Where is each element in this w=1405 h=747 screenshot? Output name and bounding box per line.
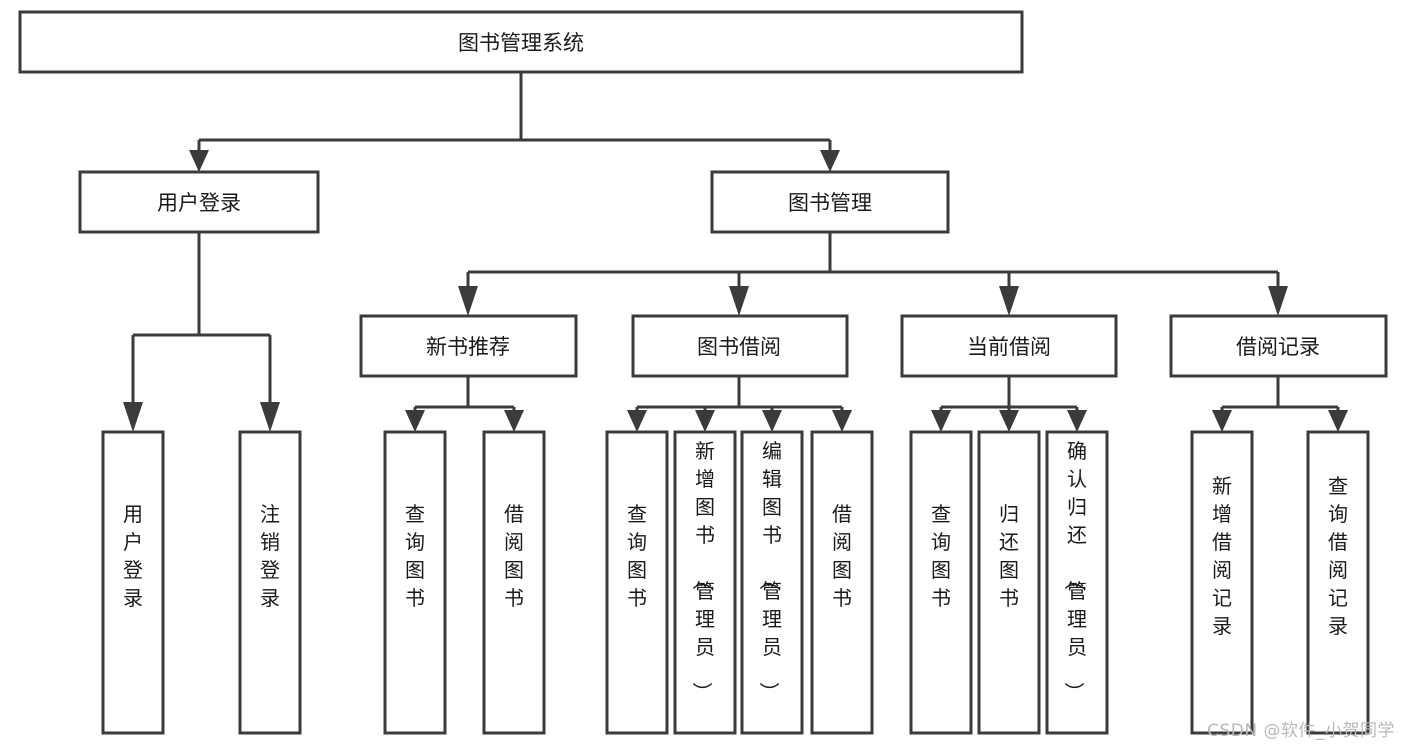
leaf-current-borrow-1-box[interactable]: [909, 430, 973, 735]
leaf-book-borrow-4-box[interactable]: [810, 430, 874, 735]
arrow-book-borrow-leaf-3: [762, 410, 782, 432]
leaf-book-borrow-1[interactable]: 查询图书: [605, 430, 669, 735]
connectors-user-login-to-leaves: [123, 232, 280, 432]
node-root-box[interactable]: [18, 10, 1024, 74]
leaf-book-borrow-1-box[interactable]: [605, 430, 669, 735]
arrow-book-borrow-leaf-4: [832, 410, 852, 432]
arrow-borrow-record-leaf-1: [1212, 410, 1232, 432]
arrow-user-login-leaf-1: [123, 402, 143, 432]
leaf-book-borrow-1-label: 查询图书: [627, 502, 647, 610]
node-book-borrow[interactable]: 图书借阅: [631, 314, 849, 378]
leaf-new-book-2-box[interactable]: [482, 430, 546, 735]
leaf-book-borrow-3-label: 编辑图书（管理员）: [757, 439, 782, 702]
leaf-borrow-record-2-box[interactable]: [1306, 430, 1370, 735]
leaf-user-login-2[interactable]: 注销登录: [238, 430, 302, 735]
node-book-borrow-box[interactable]: [631, 314, 849, 378]
leaf-user-login-2-label: 注销登录: [260, 502, 280, 610]
connectors-book-borrow-to-leaves: [627, 376, 852, 432]
arrow-root-to-book-mgmt: [820, 150, 840, 172]
node-book-management[interactable]: 图书管理: [710, 170, 950, 234]
node-user-login[interactable]: 用户登录: [78, 170, 320, 234]
arrow-current-borrow-leaf-2: [999, 410, 1019, 432]
leaf-user-login-2-box[interactable]: [238, 430, 302, 735]
node-new-book-recommend[interactable]: 新书推荐: [359, 314, 578, 378]
arrow-to-book-borrow: [729, 286, 749, 316]
connectors-root-to-level2: [189, 72, 840, 172]
arrow-user-login-leaf-2: [260, 402, 280, 432]
arrow-current-borrow-leaf-3: [1067, 410, 1087, 432]
leaf-current-borrow-3-box[interactable]: [1045, 430, 1109, 735]
leaf-user-login-1-box[interactable]: [101, 430, 165, 735]
arrow-book-borrow-leaf-2: [695, 410, 715, 432]
leaf-borrow-record-1[interactable]: 新增借阅记录: [1190, 430, 1254, 735]
leaf-borrow-record-1-box[interactable]: [1190, 430, 1254, 735]
node-book-borrow-label: 图书借阅: [697, 335, 781, 359]
leaf-current-borrow-2[interactable]: 归还图书: [977, 430, 1041, 735]
leaf-book-borrow-4[interactable]: 借阅图书: [810, 430, 874, 735]
node-borrow-record-box[interactable]: [1169, 314, 1388, 378]
node-book-management-box[interactable]: [710, 170, 950, 234]
leaf-book-borrow-4-label: 借阅图书: [832, 502, 852, 610]
connectors-current-borrow-to-leaves: [931, 376, 1087, 432]
leaf-borrow-record-1-label: 新增借阅记录: [1212, 474, 1232, 638]
leaf-book-borrow-3-box[interactable]: [740, 430, 804, 735]
node-user-login-label: 用户登录: [157, 191, 241, 215]
node-borrow-record-label: 借阅记录: [1236, 335, 1320, 359]
leaf-current-borrow-2-label: 归还图书: [999, 502, 1019, 610]
leaf-borrow-record-2-label: 查询借阅记录: [1328, 474, 1348, 638]
connectors-borrow-record-to-leaves: [1212, 376, 1348, 432]
node-root[interactable]: 图书管理系统: [18, 10, 1024, 74]
leaf-user-login-1[interactable]: 用户登录: [101, 430, 165, 735]
leaf-book-borrow-2-label: 新增图书（管理员）: [690, 439, 715, 702]
leaf-current-borrow-2-box[interactable]: [977, 430, 1041, 735]
node-current-borrow-box[interactable]: [900, 314, 1118, 378]
leaf-new-book-2-label: 借阅图书: [504, 502, 524, 610]
leaf-borrow-record-2[interactable]: 查询借阅记录: [1306, 430, 1370, 735]
connectors-new-book-to-leaves: [405, 376, 524, 432]
node-new-book-recommend-label: 新书推荐: [426, 335, 510, 359]
connectors-book-mgmt-to-level3: [458, 232, 1288, 316]
node-book-management-label: 图书管理: [788, 191, 872, 215]
leaf-current-borrow-3-label: 确认归还（管理员）: [1062, 439, 1087, 702]
leaf-new-book-1-box[interactable]: [383, 430, 447, 735]
arrow-to-borrow-record: [1268, 286, 1288, 316]
leaf-current-borrow-3[interactable]: 确认归还（管理员）: [1045, 430, 1109, 735]
arrow-root-to-user-login: [189, 150, 209, 172]
leaf-current-borrow-1-label: 查询图书: [931, 502, 951, 610]
arrow-to-current-borrow: [999, 286, 1019, 316]
leaf-new-book-1[interactable]: 查询图书: [383, 430, 447, 735]
arrow-current-borrow-leaf-1: [931, 410, 951, 432]
leaf-new-book-1-label: 查询图书: [405, 502, 425, 610]
node-root-label: 图书管理系统: [458, 31, 584, 55]
node-user-login-box[interactable]: [78, 170, 320, 234]
arrow-new-book-leaf-2: [504, 410, 524, 432]
leaf-user-login-1-label: 用户登录: [123, 502, 143, 610]
node-current-borrow-label: 当前借阅: [967, 335, 1051, 359]
node-new-book-recommend-box[interactable]: [359, 314, 578, 378]
arrow-book-borrow-leaf-1: [627, 410, 647, 432]
arrow-borrow-record-leaf-2: [1328, 410, 1348, 432]
leaf-book-borrow-2-box[interactable]: [673, 430, 737, 735]
arrow-to-new-book: [458, 286, 478, 316]
leaf-book-borrow-3[interactable]: 编辑图书（管理员）: [740, 430, 804, 735]
leaf-current-borrow-1[interactable]: 查询图书: [909, 430, 973, 735]
arrow-new-book-leaf-1: [405, 410, 425, 432]
node-current-borrow[interactable]: 当前借阅: [900, 314, 1118, 378]
leaf-book-borrow-2[interactable]: 新增图书（管理员）: [673, 430, 737, 735]
leaf-new-book-2[interactable]: 借阅图书: [482, 430, 546, 735]
node-borrow-record[interactable]: 借阅记录: [1169, 314, 1388, 378]
